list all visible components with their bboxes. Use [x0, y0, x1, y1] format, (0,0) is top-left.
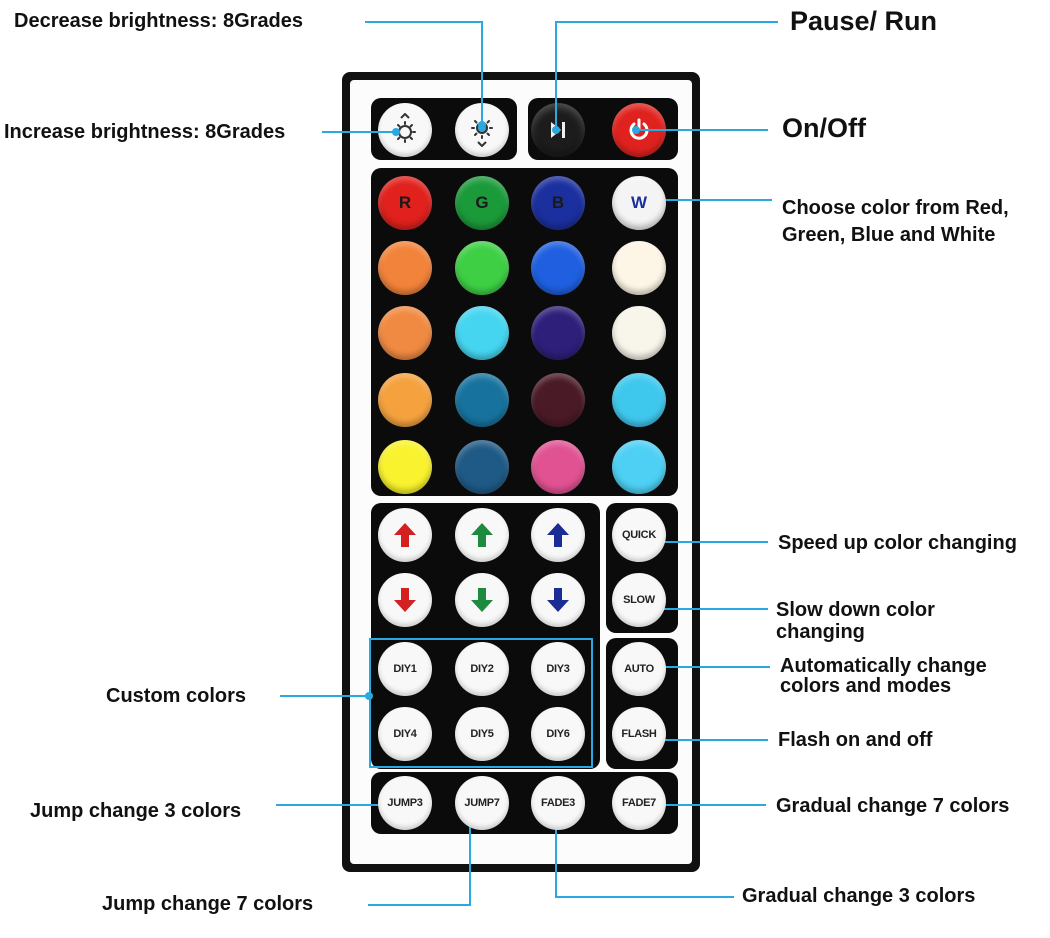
- diy1-button[interactable]: DIY1: [378, 642, 432, 696]
- power-button[interactable]: [612, 103, 666, 157]
- fade3-button[interactable]: FADE3: [531, 776, 585, 830]
- color-button-r4-c2[interactable]: [455, 373, 509, 427]
- label-jump7: Jump change 7 colors: [102, 893, 314, 915]
- arrow-down-icon: [394, 588, 416, 612]
- diy3-button[interactable]: DIY3: [531, 642, 585, 696]
- color-button-r4-c1[interactable]: [378, 373, 432, 427]
- color-letter: R: [398, 193, 412, 212]
- label-flash: Flash on and off: [778, 729, 933, 751]
- diy6-button[interactable]: DIY6: [531, 707, 585, 761]
- diy6-button-label: DIY6: [546, 728, 570, 740]
- color-letter: G: [475, 193, 489, 212]
- label-speed-up: Speed up color changing: [778, 532, 1017, 554]
- play-pause-icon: [551, 122, 565, 138]
- color-button-r3-c1[interactable]: [378, 306, 432, 360]
- color-button-r4-c4[interactable]: [612, 373, 666, 427]
- decrease-brightness-button[interactable]: [455, 103, 509, 157]
- custom-colors-frame: [369, 638, 593, 768]
- fade3-button-label: FADE3: [541, 797, 575, 809]
- power-icon: [629, 118, 649, 140]
- label-increase-brightness: Increase brightness: 8Grades: [4, 121, 286, 143]
- flash-button-label: FLASH: [621, 728, 657, 740]
- diy4-button-label: DIY4: [393, 728, 417, 740]
- label-on-off: On/Off: [782, 113, 866, 143]
- label-gradual7: Gradual change 7 colors: [776, 795, 1010, 817]
- color-button-r3-c2[interactable]: [455, 306, 509, 360]
- arrow-down-green-button[interactable]: [455, 573, 509, 627]
- color-button-r5-c4[interactable]: [612, 440, 666, 494]
- diy2-button-label: DIY2: [470, 663, 494, 675]
- quick-button-label: QUICK: [622, 529, 656, 541]
- arrow-down-icon: [547, 588, 569, 612]
- auto-button[interactable]: AUTO: [612, 642, 666, 696]
- jump3-button-label: JUMP3: [387, 797, 423, 809]
- diy3-button-label: DIY3: [546, 663, 570, 675]
- arrow-up-icon: [394, 523, 416, 547]
- jump7-button-label: JUMP7: [464, 797, 500, 809]
- jump3-button[interactable]: JUMP3: [378, 776, 432, 830]
- label-slow-down: Slow down color changing: [776, 599, 935, 643]
- color-button-r5-c2[interactable]: [455, 440, 509, 494]
- color-button-r5-c1[interactable]: [378, 440, 432, 494]
- diy2-button[interactable]: DIY2: [455, 642, 509, 696]
- color-button-r4-c3[interactable]: [531, 373, 585, 427]
- quick-button[interactable]: QUICK: [612, 508, 666, 562]
- jump7-button[interactable]: JUMP7: [455, 776, 509, 830]
- slow-button-label: SLOW: [623, 594, 655, 606]
- diy4-button[interactable]: DIY4: [378, 707, 432, 761]
- label-decrease-brightness: Decrease brightness: 8Grades: [14, 10, 304, 32]
- color-button-r5-c3[interactable]: [531, 440, 585, 494]
- label-custom-colors: Custom colors: [106, 685, 247, 707]
- color-button-r1-c2[interactable]: G: [455, 176, 509, 230]
- color-button-r1-c3[interactable]: B: [531, 176, 585, 230]
- auto-button-label: AUTO: [624, 663, 654, 675]
- brightness-up-icon: [394, 113, 416, 143]
- arrow-down-red-button[interactable]: [378, 573, 432, 627]
- label-gradual3: Gradual change 3 colors: [742, 885, 976, 907]
- fade7-button[interactable]: FADE7: [612, 776, 666, 830]
- fade7-button-label: FADE7: [622, 797, 656, 809]
- diy5-button[interactable]: DIY5: [455, 707, 509, 761]
- slow-button[interactable]: SLOW: [612, 573, 666, 627]
- brightness-down-icon: [471, 117, 493, 147]
- color-button-r1-c1[interactable]: R: [378, 176, 432, 230]
- color-button-r3-c3[interactable]: [531, 306, 585, 360]
- arrow-up-icon: [547, 523, 569, 547]
- color-button-r2-c4[interactable]: [612, 241, 666, 295]
- color-button-r3-c4[interactable]: [612, 306, 666, 360]
- label-pause-run: Pause/ Run: [790, 6, 938, 36]
- color-letter: W: [630, 193, 648, 212]
- arrow-up-red-button[interactable]: [378, 508, 432, 562]
- label-jump3: Jump change 3 colors: [30, 800, 242, 822]
- diy1-button-label: DIY1: [393, 663, 417, 675]
- pause-run-button[interactable]: [531, 103, 585, 157]
- color-button-r2-c1[interactable]: [378, 241, 432, 295]
- arrow-up-icon: [471, 523, 493, 547]
- arrow-up-blue-button[interactable]: [531, 508, 585, 562]
- arrow-up-green-button[interactable]: [455, 508, 509, 562]
- increase-brightness-button[interactable]: [378, 103, 432, 157]
- arrow-down-blue-button[interactable]: [531, 573, 585, 627]
- label-auto-change: Automatically change colors and modes: [780, 655, 987, 697]
- label-choose-color: Choose color from Red, Green, Blue and W…: [782, 197, 1009, 246]
- arrow-down-icon: [471, 588, 493, 612]
- color-letter: B: [551, 193, 565, 212]
- color-button-r2-c3[interactable]: [531, 241, 585, 295]
- flash-button[interactable]: FLASH: [612, 707, 666, 761]
- diy5-button-label: DIY5: [470, 728, 494, 740]
- color-button-r2-c2[interactable]: [455, 241, 509, 295]
- color-button-r1-c4[interactable]: W: [612, 176, 666, 230]
